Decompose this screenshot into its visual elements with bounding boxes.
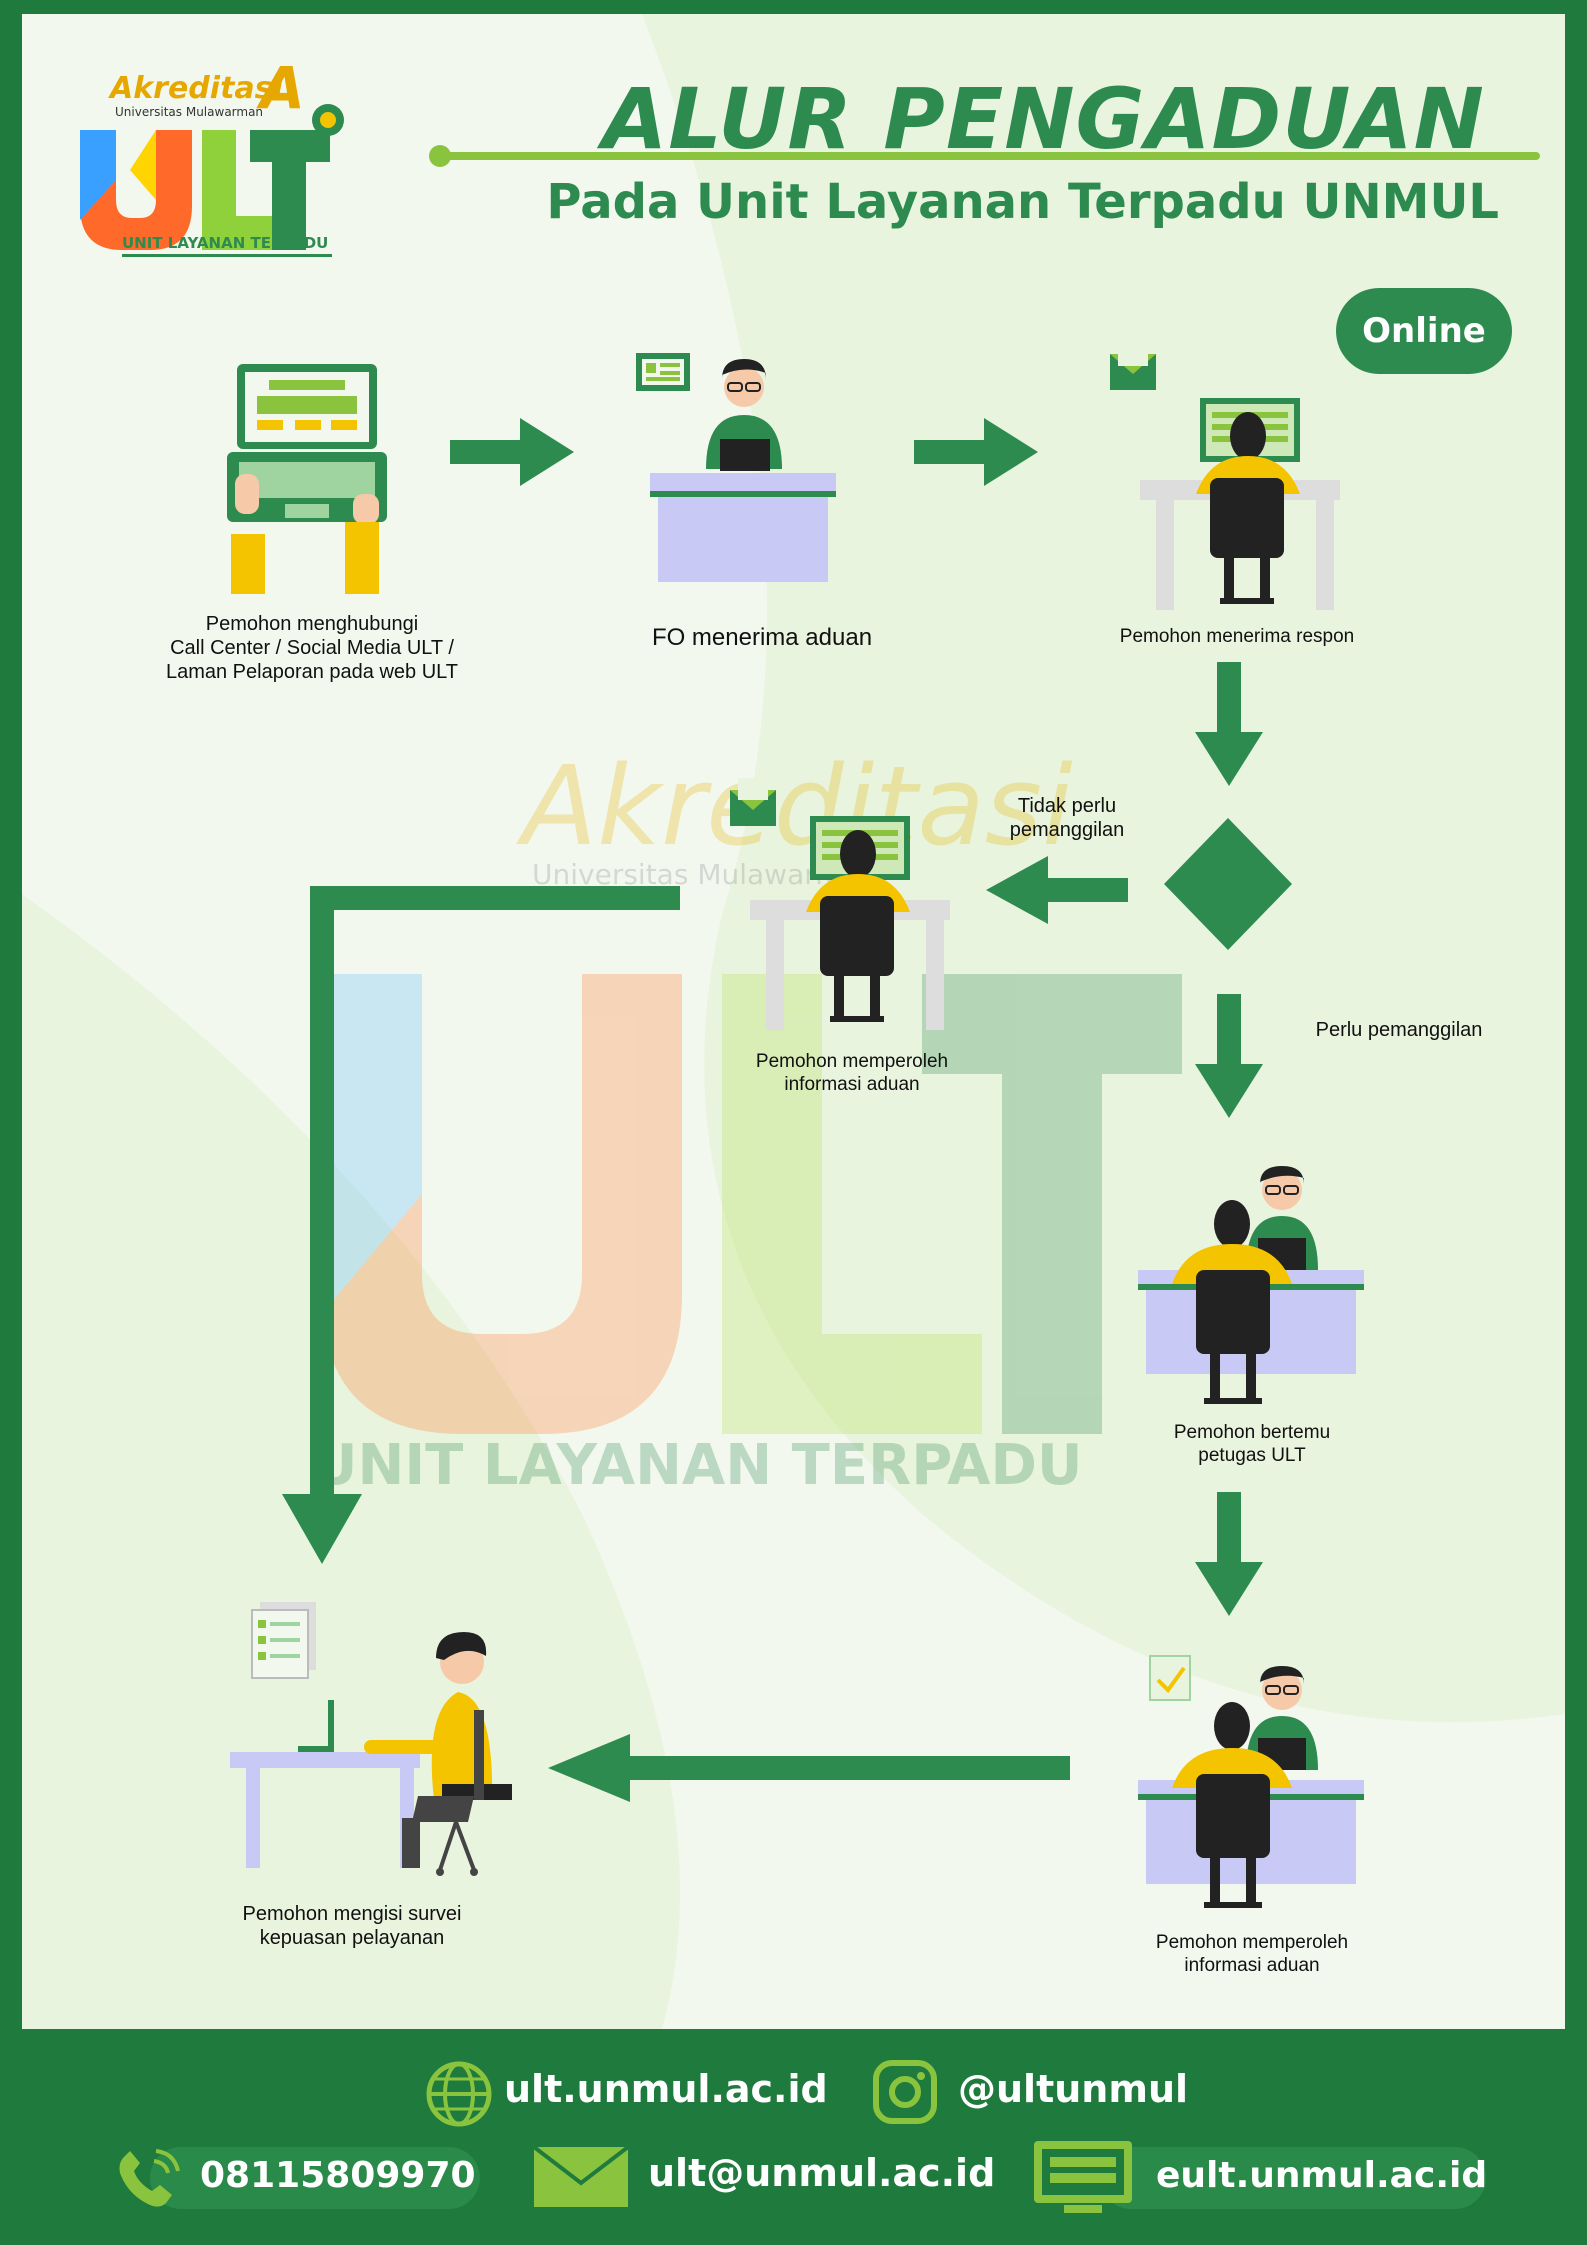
arrow-down <box>1195 662 1263 786</box>
laptop-illustration <box>227 364 387 594</box>
svg-text:UNIT LAYANAN TERPADU: UNIT LAYANAN TERPADU <box>312 1433 1082 1494</box>
svg-text:UNIT LAYANAN TERPADU: UNIT LAYANAN TERPADU <box>122 234 328 252</box>
page-title: ALUR PENGADUAN <box>602 70 1485 168</box>
get-info-online-illustration <box>730 778 950 1030</box>
instagram-icon <box>873 2060 937 2124</box>
phone-icon <box>119 2149 180 2207</box>
svg-text:Akreditasi: Akreditasi <box>108 71 284 106</box>
ult-logo: Akreditasi A Universitas Mulawarman UNIT… <box>80 54 344 257</box>
monitor-icon <box>1034 2141 1132 2213</box>
step-survey-label: Pemohon mengisi survei kepuasan pelayana… <box>242 1903 462 1949</box>
step-meet-officer-label: Pemohon bertemu petugas ULT <box>1173 1422 1331 1466</box>
title-underline <box>429 145 1540 167</box>
globe-icon <box>426 2061 492 2127</box>
eult-pill <box>1100 2147 1486 2209</box>
eult-link[interactable]: eult.unmul.ac.id <box>1156 2155 1488 2196</box>
website-link[interactable]: ult.unmul.ac.id <box>504 2067 828 2111</box>
phone-number[interactable]: 08115809970 <box>200 2155 476 2196</box>
step-fo-label: FO menerima aduan <box>651 624 873 651</box>
poster-canvas: Akreditasi Universitas Mulawarman UNIT L… <box>22 14 1565 2029</box>
step-get-info-online-label: Pemohon memperoleh informasi aduan <box>755 1051 949 1095</box>
arrow-right <box>450 418 574 486</box>
decision-diamond <box>1164 818 1292 950</box>
survey-illustration <box>230 1602 512 1876</box>
receive-response-illustration <box>1110 344 1340 610</box>
email-icon <box>532 2145 630 2207</box>
contact-footer: ult.unmul.ac.id @ultunmul 08115809970 ul… <box>0 2029 1587 2245</box>
email-address[interactable]: ult@unmul.ac.id <box>648 2151 996 2195</box>
arrow-down <box>1195 1492 1263 1616</box>
step-response-label: Pemohon menerima respon <box>1119 626 1355 647</box>
phone-pill <box>150 2147 480 2209</box>
ult-watermark: Akreditasi Universitas Mulawarman UNIT L… <box>312 742 1182 1494</box>
svg-text:Universitas Mulawarman: Universitas Mulawarman <box>115 105 263 119</box>
arrow-right <box>914 418 1038 486</box>
svg-text:Akreditasi: Akreditasi <box>516 742 1073 870</box>
meet-officer-illustration <box>1138 1166 1364 1404</box>
decision-need-call-label: Perlu pemanggilan <box>1315 1019 1483 1041</box>
connector-arrow-to-survey <box>282 886 680 1564</box>
online-badge: Online <box>1336 288 1512 374</box>
svg-text:A: A <box>256 54 305 122</box>
step-contact-label: Pemohon menghubungi Call Center / Social… <box>165 613 459 683</box>
get-info-meeting-illustration <box>1138 1655 1364 1908</box>
page-subtitle: Pada Unit Layanan Terpadu UNMUL <box>546 174 1499 230</box>
front-office-illustration <box>636 353 836 582</box>
arrow-left <box>986 856 1128 924</box>
arrow-left <box>548 1734 1070 1802</box>
step-get-info-meeting-label: Pemohon memperoleh informasi aduan <box>1155 1932 1349 1976</box>
decision-no-call-label: Tidak perlu pemanggilan <box>1009 795 1125 841</box>
instagram-handle[interactable]: @ultunmul <box>958 2067 1189 2111</box>
arrow-down <box>1195 994 1263 1118</box>
